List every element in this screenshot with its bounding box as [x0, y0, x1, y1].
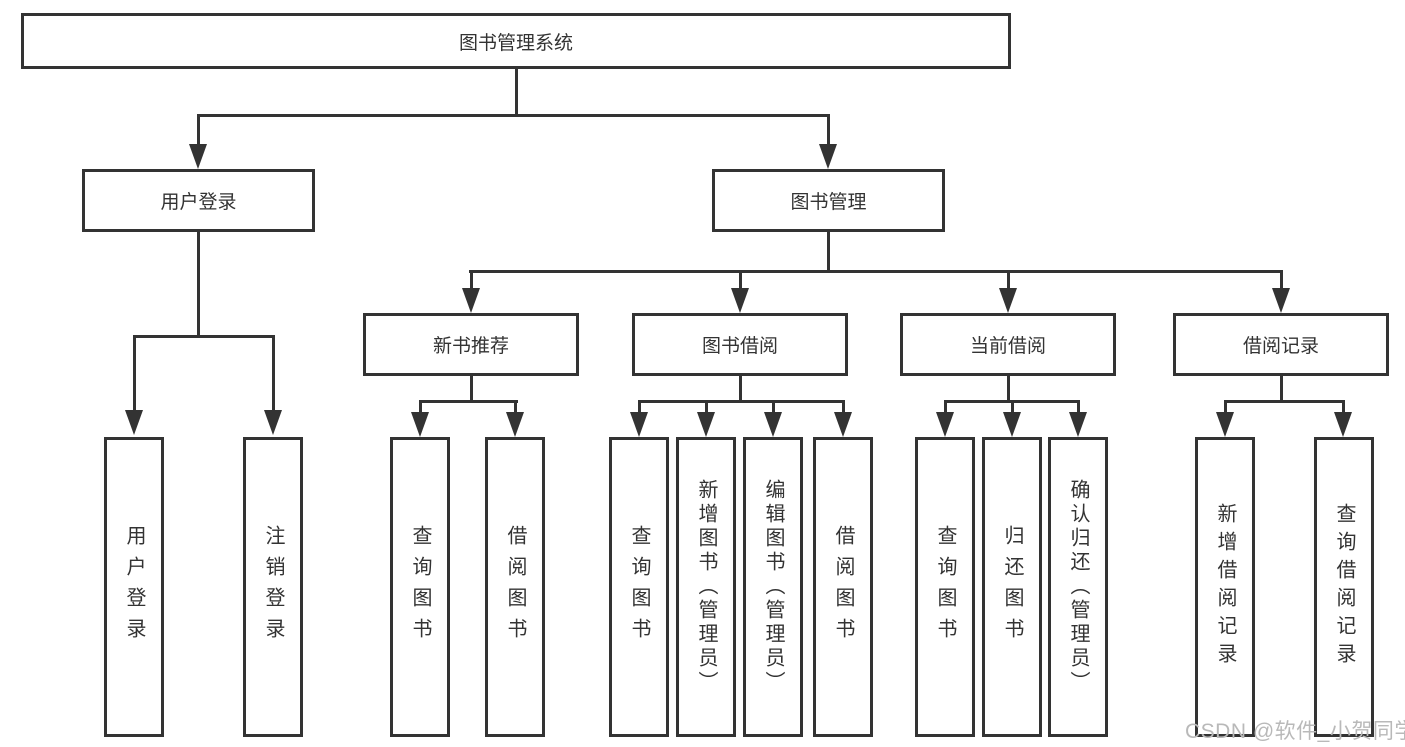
leaf-label: 编辑图书（管理员）	[762, 479, 784, 695]
connector-line	[470, 270, 473, 290]
connector-line	[827, 232, 830, 273]
arrow-down-icon	[936, 412, 954, 437]
leaf-query-books-current: 查询图书	[915, 437, 975, 737]
connector-line	[197, 114, 830, 117]
connector-line	[1280, 376, 1283, 403]
arrow-down-icon	[1334, 412, 1352, 437]
leaf-add-borrow-record: 新增借阅记录	[1195, 437, 1255, 737]
arrow-down-icon	[731, 288, 749, 313]
leaf-return-books: 归还图书	[982, 437, 1042, 737]
arrow-down-icon	[1216, 412, 1234, 437]
leaf-label: 查询图书	[934, 525, 956, 649]
node-book-borrowing: 图书借阅	[632, 313, 848, 376]
node-current-borrowing: 当前借阅	[900, 313, 1116, 376]
node-book-management: 图书管理	[712, 169, 945, 232]
arrow-down-icon	[630, 412, 648, 437]
connector-line	[133, 335, 275, 338]
leaf-label: 查询图书	[628, 525, 650, 649]
arrow-down-icon	[1069, 412, 1087, 437]
leaf-label: 用户登录	[123, 525, 145, 649]
arrow-down-icon	[697, 412, 715, 437]
connector-line	[739, 376, 742, 403]
connector-line	[772, 400, 775, 414]
arrow-down-icon	[462, 288, 480, 313]
leaf-label: 新增图书（管理员）	[695, 479, 717, 695]
connector-line	[739, 270, 742, 290]
leaf-query-borrow-record: 查询借阅记录	[1314, 437, 1374, 737]
csdn-watermark: CSDN @软件_小贺同学	[1185, 720, 1405, 743]
arrow-down-icon	[834, 412, 852, 437]
node-borrowing-records: 借阅记录	[1173, 313, 1389, 376]
connector-line	[272, 335, 275, 412]
arrow-down-icon	[506, 412, 524, 437]
leaf-label: 查询借阅记录	[1333, 503, 1355, 671]
connector-line	[827, 114, 830, 146]
leaf-label: 新增借阅记录	[1214, 503, 1236, 671]
arrow-down-icon	[411, 412, 429, 437]
connector-line	[1011, 400, 1014, 414]
connector-line	[133, 335, 136, 412]
connector-line	[944, 400, 947, 414]
connector-line	[419, 400, 518, 403]
arrow-down-icon	[1272, 288, 1290, 313]
connector-line	[705, 400, 708, 414]
connector-line	[1007, 270, 1010, 290]
connector-line	[197, 114, 200, 146]
node-user-login: 用户登录	[82, 169, 315, 232]
leaf-label: 查询图书	[409, 525, 431, 649]
leaf-label: 借阅图书	[504, 525, 526, 649]
arrow-down-icon	[189, 144, 207, 169]
arrow-down-icon	[999, 288, 1017, 313]
node-library-management-system: 图书管理系统	[21, 13, 1011, 69]
leaf-label: 借阅图书	[832, 525, 854, 649]
connector-line	[514, 400, 517, 414]
connector-line	[1224, 400, 1227, 414]
connector-line	[842, 400, 845, 414]
connector-line	[470, 376, 473, 403]
leaf-user-login: 用户登录	[104, 437, 164, 737]
connector-line	[515, 69, 518, 117]
connector-line	[1007, 376, 1010, 403]
arrow-down-icon	[1003, 412, 1021, 437]
connector-line	[469, 270, 1283, 273]
connector-line	[1342, 400, 1345, 414]
connector-line	[638, 400, 641, 414]
leaf-label: 归还图书	[1001, 525, 1023, 649]
arrow-down-icon	[764, 412, 782, 437]
connector-line	[638, 400, 845, 403]
leaf-label: 确认归还（管理员）	[1067, 479, 1089, 695]
node-new-book-recommendation: 新书推荐	[363, 313, 579, 376]
connector-line	[197, 232, 200, 338]
leaf-borrow-books-recommend: 借阅图书	[485, 437, 545, 737]
leaf-edit-book-admin: 编辑图书（管理员）	[743, 437, 803, 737]
leaf-query-books-recommend: 查询图书	[390, 437, 450, 737]
leaf-borrow-books: 借阅图书	[813, 437, 873, 737]
arrow-down-icon	[819, 144, 837, 169]
connector-line	[1224, 400, 1345, 403]
connector-line	[1077, 400, 1080, 414]
leaf-add-book-admin: 新增图书（管理员）	[676, 437, 736, 737]
leaf-logout: 注销登录	[243, 437, 303, 737]
leaf-confirm-return-admin: 确认归还（管理员）	[1048, 437, 1108, 737]
arrow-down-icon	[264, 410, 282, 435]
leaf-query-books-borrowing: 查询图书	[609, 437, 669, 737]
connector-line	[1280, 270, 1283, 290]
leaf-label: 注销登录	[262, 525, 284, 649]
arrow-down-icon	[125, 410, 143, 435]
connector-line	[419, 400, 422, 414]
